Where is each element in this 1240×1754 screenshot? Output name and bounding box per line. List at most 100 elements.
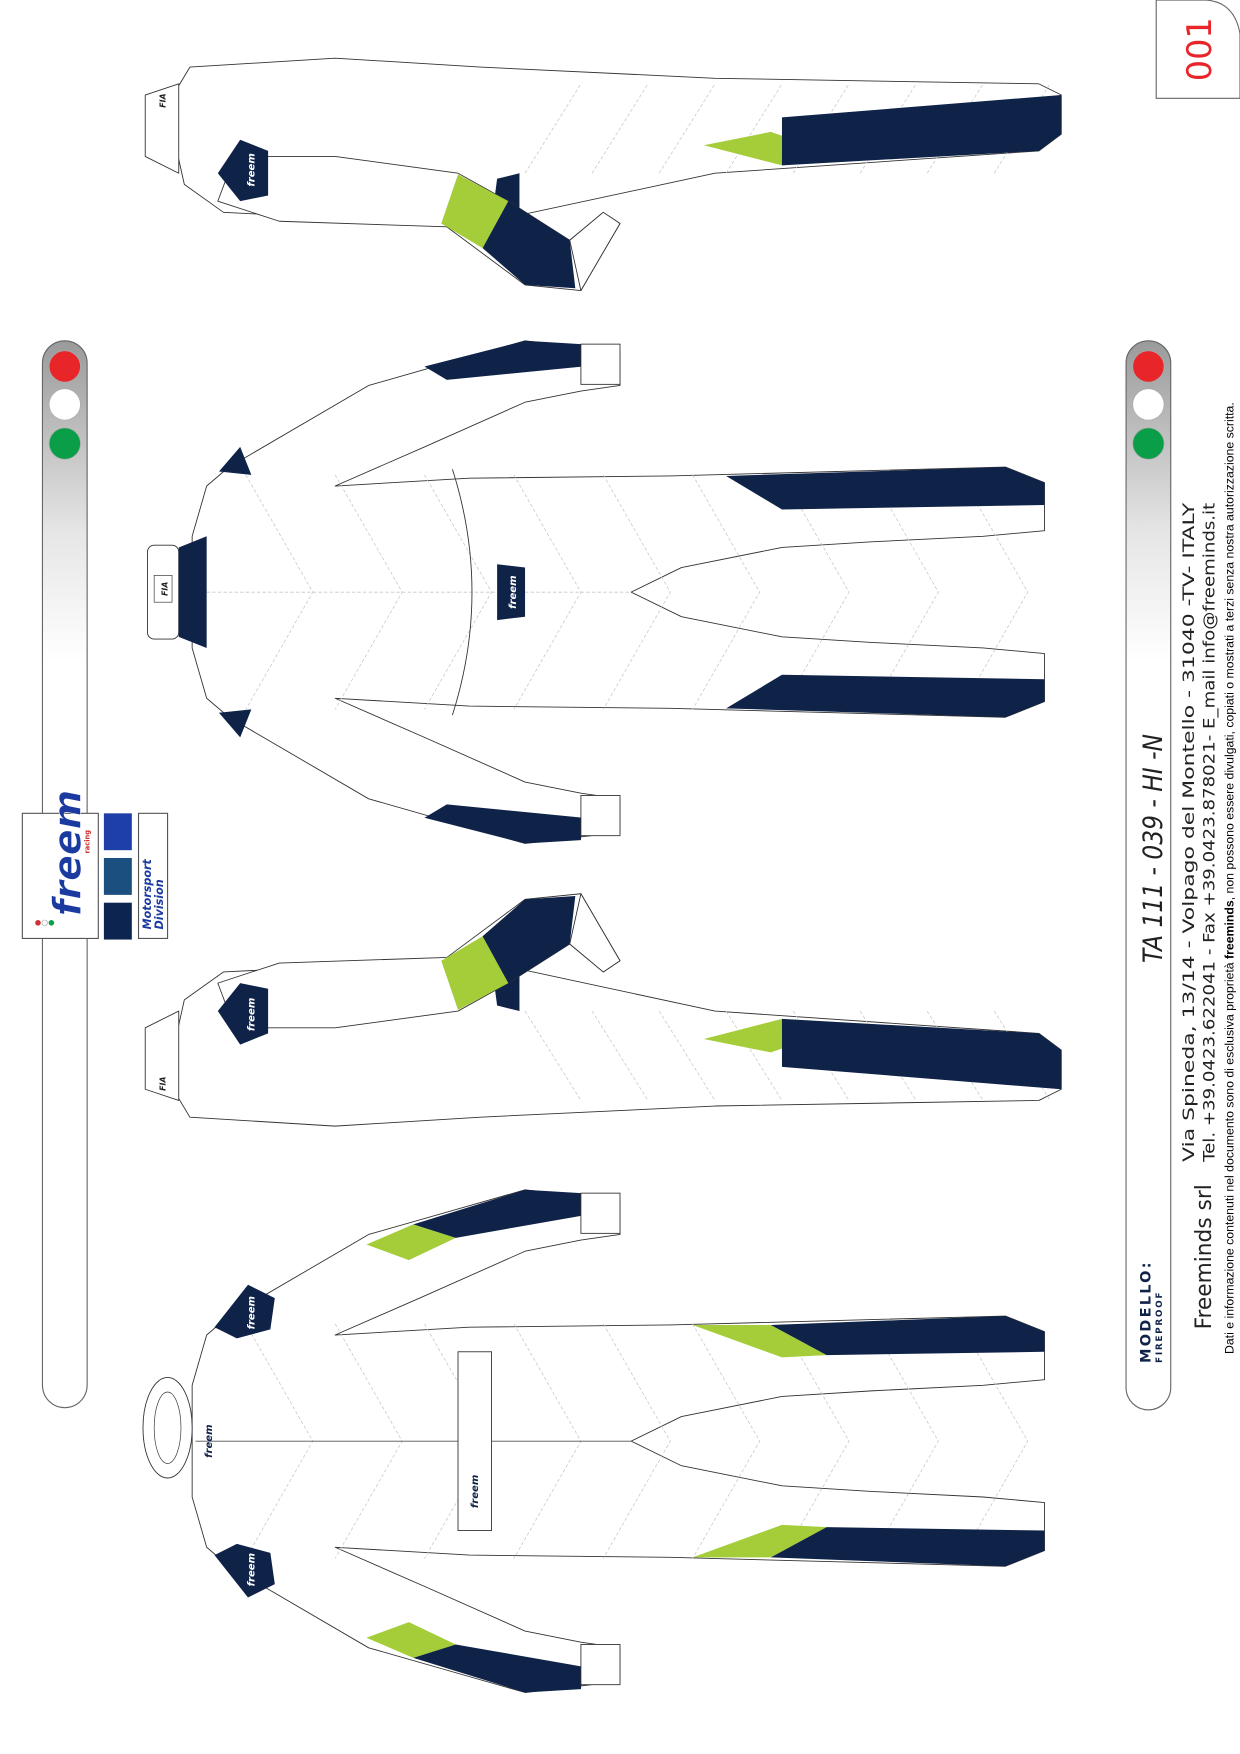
shoulder-navy-panel-lower <box>218 709 252 738</box>
shoulder-patch-lower <box>214 1543 275 1598</box>
back-view-suit: freem FIA <box>147 340 1045 844</box>
sleeve-navy-panel-lower <box>413 1644 584 1693</box>
sleeve-lime-panel <box>441 174 509 249</box>
company-contacts: Tel. +39.0423.622041 - Fax +39.0423.8780… <box>1199 503 1219 1163</box>
white-light-icon <box>48 388 81 421</box>
shoulder-navy-panel-upper <box>218 446 252 475</box>
stitch-line <box>781 474 850 710</box>
collar <box>144 83 180 174</box>
leg-lime-panel-upper <box>692 1324 827 1358</box>
leg-navy-panel-lower <box>726 674 1045 718</box>
chest-brand-label: freem <box>204 1424 215 1457</box>
sleeve-navy-panel <box>482 895 576 984</box>
logo-dot-green-icon <box>48 920 55 926</box>
cuff-upper <box>580 343 621 385</box>
page-number-tab: 001 <box>1155 0 1240 99</box>
cuff-lower <box>580 795 621 837</box>
shoulder-brand-label: freem <box>247 998 258 1031</box>
division-label-line1: Motorsport <box>141 858 154 929</box>
color-swatch-navy <box>103 902 132 940</box>
fia-badge <box>153 575 173 603</box>
suit-views: freemfreemfreemfreemfreemFIAfreemFIAfree… <box>142 57 1062 1693</box>
cuff <box>569 211 621 291</box>
model-code-title: TA 111 - 039 - HI -N <box>1138 734 1169 963</box>
back-brand-patch <box>497 564 526 621</box>
red-light-icon <box>1132 350 1165 383</box>
white-light-icon <box>1132 388 1165 421</box>
shoulder-brand-label: freem <box>247 1296 258 1329</box>
shoulder-patch-upper <box>214 1284 275 1339</box>
stitch-line <box>692 474 761 710</box>
green-light-icon <box>48 427 81 460</box>
cuff-upper <box>580 1192 621 1234</box>
sleeve-navy-panel-upper <box>424 340 584 380</box>
bar-frame <box>1125 340 1172 1411</box>
notice-brand: freeminds <box>1222 900 1236 959</box>
logo-tagline: racing <box>83 830 91 854</box>
sleeve-lime-panel-upper <box>366 1224 456 1261</box>
brand-logo-block: freem racing Motorsport Division <box>21 790 169 940</box>
notice-text-end: , non possono essere divulgati, copiati … <box>1222 402 1236 900</box>
cuff <box>569 893 621 973</box>
company-name: Freeminds srl <box>1191 1184 1217 1329</box>
sleeve-lime-panel-lower <box>366 1622 456 1658</box>
shoulder-brand-label: freem <box>247 1553 258 1586</box>
back-brand-label: freem <box>508 575 519 608</box>
collar <box>144 1010 180 1101</box>
leg-navy-panel <box>781 1018 1062 1090</box>
color-swatch-royal-blue <box>103 813 132 851</box>
collar-navy-trim <box>178 536 207 648</box>
page-number: 001 <box>1180 17 1219 81</box>
belt <box>457 1351 492 1531</box>
stitch-line <box>524 1010 582 1101</box>
sleeve-navy-panel-upper <box>413 1189 584 1238</box>
green-light-icon <box>1132 427 1165 460</box>
stitch-line <box>781 1323 850 1559</box>
division-box <box>137 812 169 939</box>
stitch-line <box>871 474 939 710</box>
stitch-line <box>591 83 649 174</box>
notice-text: Dati e informazione contenuti nel docume… <box>1222 959 1236 1354</box>
sleeve-lime-panel <box>441 936 509 1010</box>
leg-navy-panel-upper <box>770 1316 1045 1356</box>
collar-inner <box>153 1391 182 1464</box>
stitch-line <box>658 83 716 174</box>
bottom-title-bar <box>1125 340 1172 1411</box>
freem-logo: freem <box>45 790 89 916</box>
stitch-line <box>602 474 671 710</box>
logo-dot-white-icon <box>41 919 48 926</box>
logo-dot-red-icon <box>35 920 41 926</box>
stitch-line <box>960 474 1029 710</box>
fia-badge-label: FIA <box>158 1077 167 1091</box>
stitch-line <box>602 1323 671 1559</box>
fia-badge-label: FIA <box>161 582 170 596</box>
shoulder-brand-label: freem <box>247 153 258 186</box>
stitch-line <box>725 1010 783 1101</box>
leg-navy-panel-lower <box>770 1527 1045 1567</box>
division-label-line2: Division <box>153 879 166 929</box>
model-value: FIREPROOF <box>1155 1291 1165 1363</box>
logo-box <box>21 812 99 939</box>
confidentiality-notice: Dati e informazione contenuti nel docume… <box>1222 402 1236 1354</box>
red-light-icon <box>48 350 81 383</box>
stitch-line <box>725 83 783 174</box>
stitch-line <box>591 1010 649 1101</box>
color-swatch-steel-blue <box>103 858 132 895</box>
back-yoke-seam <box>452 469 473 716</box>
belt-brand-label: freem <box>470 1475 481 1508</box>
cuff-lower <box>580 1644 621 1686</box>
sleeve-navy-panel <box>482 201 576 289</box>
shoulder-patch <box>217 139 269 202</box>
stitch-line <box>658 1010 716 1101</box>
front-view-suit: freem freem freem freem <box>142 1189 1045 1693</box>
stitch-line <box>524 83 582 174</box>
leg-navy-panel <box>781 95 1062 166</box>
stitch-line <box>692 1323 761 1559</box>
stitch-line <box>871 1323 939 1559</box>
company-address: Via Spineda, 13/14 - Volpago del Montell… <box>1179 502 1198 1162</box>
title-block: TA 111 - 039 - HI -N MODELLO: FIREPROOF … <box>1138 402 1236 1363</box>
